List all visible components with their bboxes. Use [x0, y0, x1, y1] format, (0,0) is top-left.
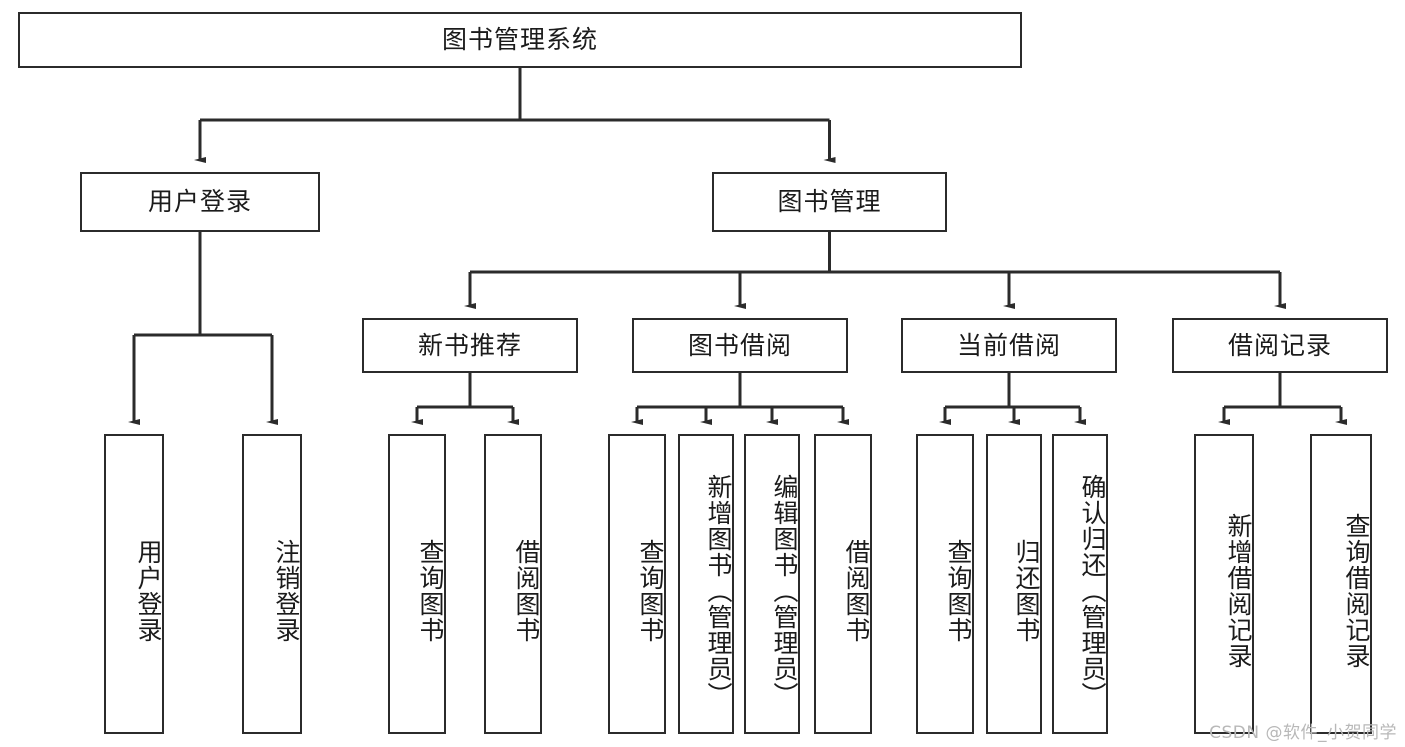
- node-newbooks: 新书推荐: [362, 318, 578, 373]
- node-label: 用户登录: [147, 187, 252, 217]
- node-label: 用户登录: [134, 539, 163, 643]
- node-label: 借阅记录: [1227, 330, 1332, 360]
- node-leaf-rec-query: 查询借阅记录: [1310, 434, 1372, 734]
- node-label: 当前借阅: [956, 330, 1061, 360]
- node-leaf-bw-edit: 编辑图书（管理员）: [744, 434, 800, 734]
- node-records: 借阅记录: [1172, 318, 1388, 373]
- node-label: 查询借阅记录: [1342, 513, 1371, 669]
- node-leaf-logout: 注销登录: [242, 434, 302, 734]
- node-leaf-nb-query: 查询图书: [388, 434, 446, 734]
- node-leaf-cur-query: 查询图书: [916, 434, 974, 734]
- node-label: 新增图书（管理员）: [704, 474, 733, 708]
- watermark: CSDN @软件_小贺同学: [1209, 723, 1397, 743]
- node-borrow: 图书借阅: [632, 318, 848, 373]
- node-root: 图书管理系统: [18, 12, 1022, 68]
- node-label: 编辑图书（管理员）: [770, 474, 799, 708]
- node-label: 图书管理系统: [441, 25, 598, 55]
- node-label: 图书借阅: [687, 330, 792, 360]
- node-leaf-bw-query: 查询图书: [608, 434, 666, 734]
- node-label: 借阅图书: [842, 539, 871, 643]
- node-label: 新书推荐: [417, 330, 522, 360]
- node-leaf-cur-confirm: 确认归还（管理员）: [1052, 434, 1108, 734]
- node-leaf-bw-borrow: 借阅图书: [814, 434, 872, 734]
- node-leaf-login: 用户登录: [104, 434, 164, 734]
- node-label: 归还图书: [1012, 539, 1041, 643]
- node-current: 当前借阅: [901, 318, 1117, 373]
- node-label: 借阅图书: [512, 539, 541, 643]
- node-label: 确认归还（管理员）: [1078, 474, 1107, 708]
- node-label: 查询图书: [944, 539, 973, 643]
- node-login: 用户登录: [80, 172, 320, 232]
- node-leaf-bw-add: 新增图书（管理员）: [678, 434, 734, 734]
- node-label: 新增借阅记录: [1224, 513, 1253, 669]
- node-label: 查询图书: [636, 539, 665, 643]
- node-label: 图书管理: [777, 187, 882, 217]
- node-label: 注销登录: [272, 539, 301, 643]
- node-label: 查询图书: [416, 539, 445, 643]
- node-leaf-cur-return: 归还图书: [986, 434, 1042, 734]
- node-leaf-rec-add: 新增借阅记录: [1194, 434, 1254, 734]
- node-bookmgmt: 图书管理: [712, 172, 947, 232]
- node-leaf-nb-borrow: 借阅图书: [484, 434, 542, 734]
